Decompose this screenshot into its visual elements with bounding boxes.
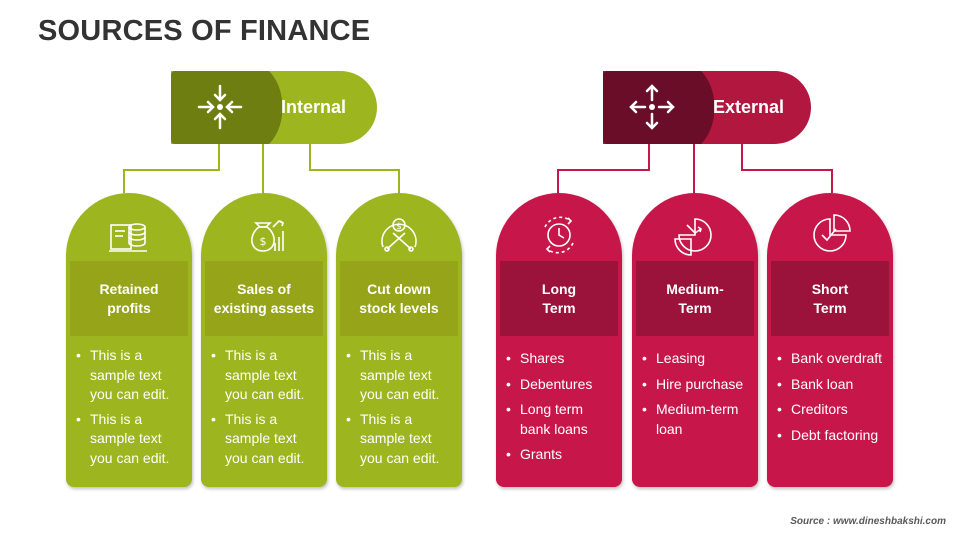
bullet-item: This is a sample text you can edit. [76, 410, 186, 469]
bullet-list: This is a sample text you can edit. This… [76, 346, 186, 473]
svg-text:$: $ [260, 235, 267, 248]
bullet-item: Medium-term loan [642, 400, 752, 439]
external-wave-divider [691, 71, 715, 144]
bullet-item: This is a sample text you can edit. [76, 346, 186, 405]
bullet-item: Bank loan [777, 375, 887, 395]
card-title: Sales of existing assets [205, 261, 323, 336]
svg-text:$: $ [396, 222, 402, 232]
bullet-item: This is a sample text you can edit. [211, 410, 321, 469]
bullet-item: Creditors [777, 400, 887, 420]
card-sales-of-assets: $ Sales of existing assets This is a sam… [201, 193, 327, 487]
card-title: Long Term [500, 261, 618, 336]
bullet-item: This is a sample text you can edit. [211, 346, 321, 405]
coins-document-icon [109, 223, 147, 252]
money-bag-growth-icon: $ [251, 220, 284, 252]
card-title: Medium- Term [636, 261, 754, 336]
card-title: Retained profits [70, 261, 188, 336]
bullet-item: Long term bank loans [506, 400, 616, 439]
bullet-item: This is a sample text you can edit. [346, 346, 456, 405]
external-label: External [713, 97, 785, 117]
bullet-item: Bank overdraft [777, 349, 887, 369]
clock-cycle-icon [544, 216, 574, 254]
bullet-list: Leasing Hire purchase Medium-term loan [642, 349, 752, 445]
external-header: External [603, 71, 811, 144]
bullet-list: Shares Debentures Long term bank loans G… [506, 349, 616, 471]
bullet-list: This is a sample text you can edit. This… [211, 346, 321, 473]
bullet-list: This is a sample text you can edit. This… [346, 346, 456, 473]
card-medium-term: Medium- Term Leasing Hire purchase Mediu… [632, 193, 758, 487]
internal-wave-divider [259, 71, 283, 144]
card-long-term: Long Term Shares Debentures Long term ba… [496, 193, 622, 487]
bullet-item: Grants [506, 445, 616, 465]
bullet-item: Debentures [506, 375, 616, 395]
dollar-gauge-icon: $ [381, 218, 417, 252]
bullet-item: Debt factoring [777, 426, 887, 446]
bullet-list: Bank overdraft Bank loan Creditors Debt … [777, 349, 887, 451]
arrows-outward-icon [629, 84, 675, 130]
card-short-term: Short Term Bank overdraft Bank loan Cred… [767, 193, 893, 487]
card-title: Short Term [771, 261, 889, 336]
bullet-item: Shares [506, 349, 616, 369]
card-retained-profits: Retained profits This is a sample text y… [66, 193, 192, 487]
bullet-item: This is a sample text you can edit. [346, 410, 456, 469]
bullet-item: Hire purchase [642, 375, 752, 395]
card-cut-down-stock: $ Cut down stock levels This is a sample… [336, 193, 462, 487]
card-title: Cut down stock levels [340, 261, 458, 336]
arrows-inward-icon [197, 84, 243, 130]
bullet-item: Leasing [642, 349, 752, 369]
internal-header: Internal [171, 71, 377, 144]
internal-label: Internal [281, 97, 347, 117]
pie-arrow-icon [674, 218, 712, 256]
source-credit: Source : www.dineshbakshi.com [790, 516, 946, 527]
page-title: SOURCES OF FINANCE [38, 15, 371, 47]
pie-check-icon [813, 214, 851, 252]
